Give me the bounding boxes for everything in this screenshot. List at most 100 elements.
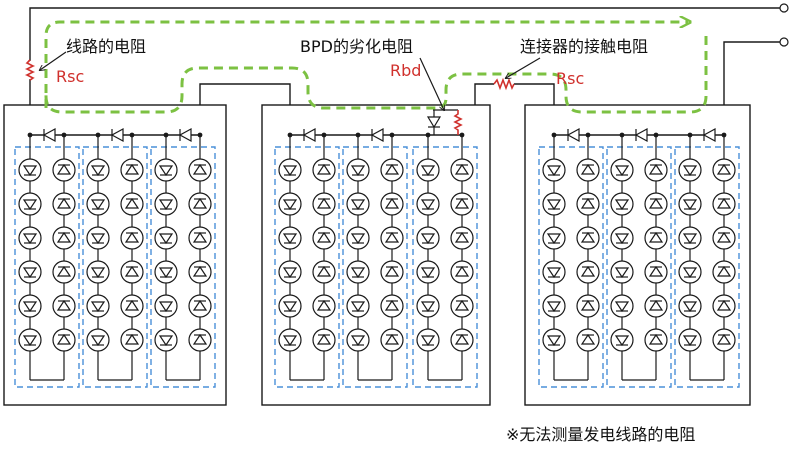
- solar-cell: [712, 226, 736, 250]
- cell-group: [342, 146, 408, 388]
- solar-cell: [380, 260, 404, 284]
- panel-frame: [3, 104, 227, 406]
- solar-cell: [576, 294, 600, 318]
- junction-dot: [389, 132, 395, 138]
- solar-cell: [542, 260, 566, 284]
- negative-output-wire: [723, 41, 780, 135]
- solar-cell: [18, 158, 42, 182]
- solar-cell: [18, 294, 42, 318]
- solar-cell: [644, 260, 668, 284]
- solar-cell: [712, 328, 736, 352]
- solar-cell: [610, 226, 634, 250]
- solar-cell: [52, 294, 76, 318]
- solar-cell: [416, 328, 440, 352]
- solar-cell: [576, 226, 600, 250]
- solar-cell: [120, 328, 144, 352]
- solar-cell: [576, 260, 600, 284]
- solar-cell: [712, 158, 736, 182]
- rbd-resistor: [453, 110, 463, 135]
- solar-cell: [678, 294, 702, 318]
- solar-cell: [188, 226, 212, 250]
- solar-cell: [154, 328, 178, 352]
- solar-cell: [154, 294, 178, 318]
- solar-cell: [188, 294, 212, 318]
- leader-line-rbd: [419, 57, 444, 110]
- solar-panels: [3, 104, 751, 406]
- solar-cell: [576, 192, 600, 216]
- solar-cell: [18, 226, 42, 250]
- solar-cell: [346, 192, 370, 216]
- junction-dot: [459, 132, 465, 138]
- solar-cell: [542, 158, 566, 182]
- cell-group: [412, 146, 478, 388]
- line-resistance-label: 线路的电阻: [66, 37, 146, 56]
- solar-cell: [278, 294, 302, 318]
- solar-cell: [712, 260, 736, 284]
- cell-group: [538, 146, 604, 388]
- solar-cell: [346, 226, 370, 250]
- solar-cell: [52, 158, 76, 182]
- junction-dot: [355, 132, 361, 138]
- solar-cell: [450, 192, 474, 216]
- positive-output-wire: [29, 7, 780, 135]
- solar-cell: [312, 260, 336, 284]
- panel-middle: [261, 104, 491, 406]
- junction-dot: [619, 132, 625, 138]
- rbd-label: Rbd: [390, 61, 421, 80]
- junction-dot: [551, 132, 557, 138]
- solar-cell: [278, 260, 302, 284]
- junction-dot: [95, 132, 101, 138]
- bypass-diode: [110, 127, 124, 143]
- solar-cell: [542, 294, 566, 318]
- solar-cell: [644, 158, 668, 182]
- solar-cell: [188, 192, 212, 216]
- solar-cell: [312, 192, 336, 216]
- panel-frame: [261, 104, 491, 406]
- leader-line-connector: [506, 57, 541, 78]
- solar-cell: [678, 260, 702, 284]
- solar-cell: [416, 260, 440, 284]
- bypass-diode: [634, 127, 648, 143]
- cell-group: [674, 146, 740, 388]
- solar-cell: [380, 328, 404, 352]
- solar-cell: [678, 328, 702, 352]
- solar-cell: [450, 328, 474, 352]
- junction-dot: [687, 132, 693, 138]
- junction-dot: [721, 132, 727, 138]
- solar-cell: [610, 260, 634, 284]
- junction-dot: [653, 132, 659, 138]
- rsc-right-label: Rsc: [556, 69, 584, 88]
- rsc-left-label: Rsc: [56, 67, 84, 86]
- junction-dot: [61, 132, 67, 138]
- negative-terminal: [779, 37, 789, 47]
- solar-cell: [346, 294, 370, 318]
- junction-dot: [163, 132, 169, 138]
- solar-cell: [120, 192, 144, 216]
- solar-cell: [450, 158, 474, 182]
- solar-cell: [450, 294, 474, 318]
- junction-dot: [425, 132, 431, 138]
- solar-cell: [312, 158, 336, 182]
- cell-group: [606, 146, 672, 388]
- solar-cell: [120, 158, 144, 182]
- junction-dot: [129, 132, 135, 138]
- solar-cell: [542, 192, 566, 216]
- solar-cell: [712, 192, 736, 216]
- solar-cell: [644, 294, 668, 318]
- solar-cell: [610, 294, 634, 318]
- solar-cell: [644, 328, 668, 352]
- positive-terminal: [779, 3, 789, 13]
- cell-group: [14, 146, 80, 388]
- solar-cell: [678, 158, 702, 182]
- solar-cell: [610, 192, 634, 216]
- solar-cell: [712, 294, 736, 318]
- solar-cell: [52, 226, 76, 250]
- solar-cell: [86, 226, 110, 250]
- solar-cell: [416, 226, 440, 250]
- bypass-diode: [566, 127, 580, 143]
- bypass-diode: [702, 127, 716, 143]
- solar-cell: [312, 328, 336, 352]
- solar-cell: [52, 328, 76, 352]
- solar-cell: [154, 192, 178, 216]
- junction-dot: [197, 132, 203, 138]
